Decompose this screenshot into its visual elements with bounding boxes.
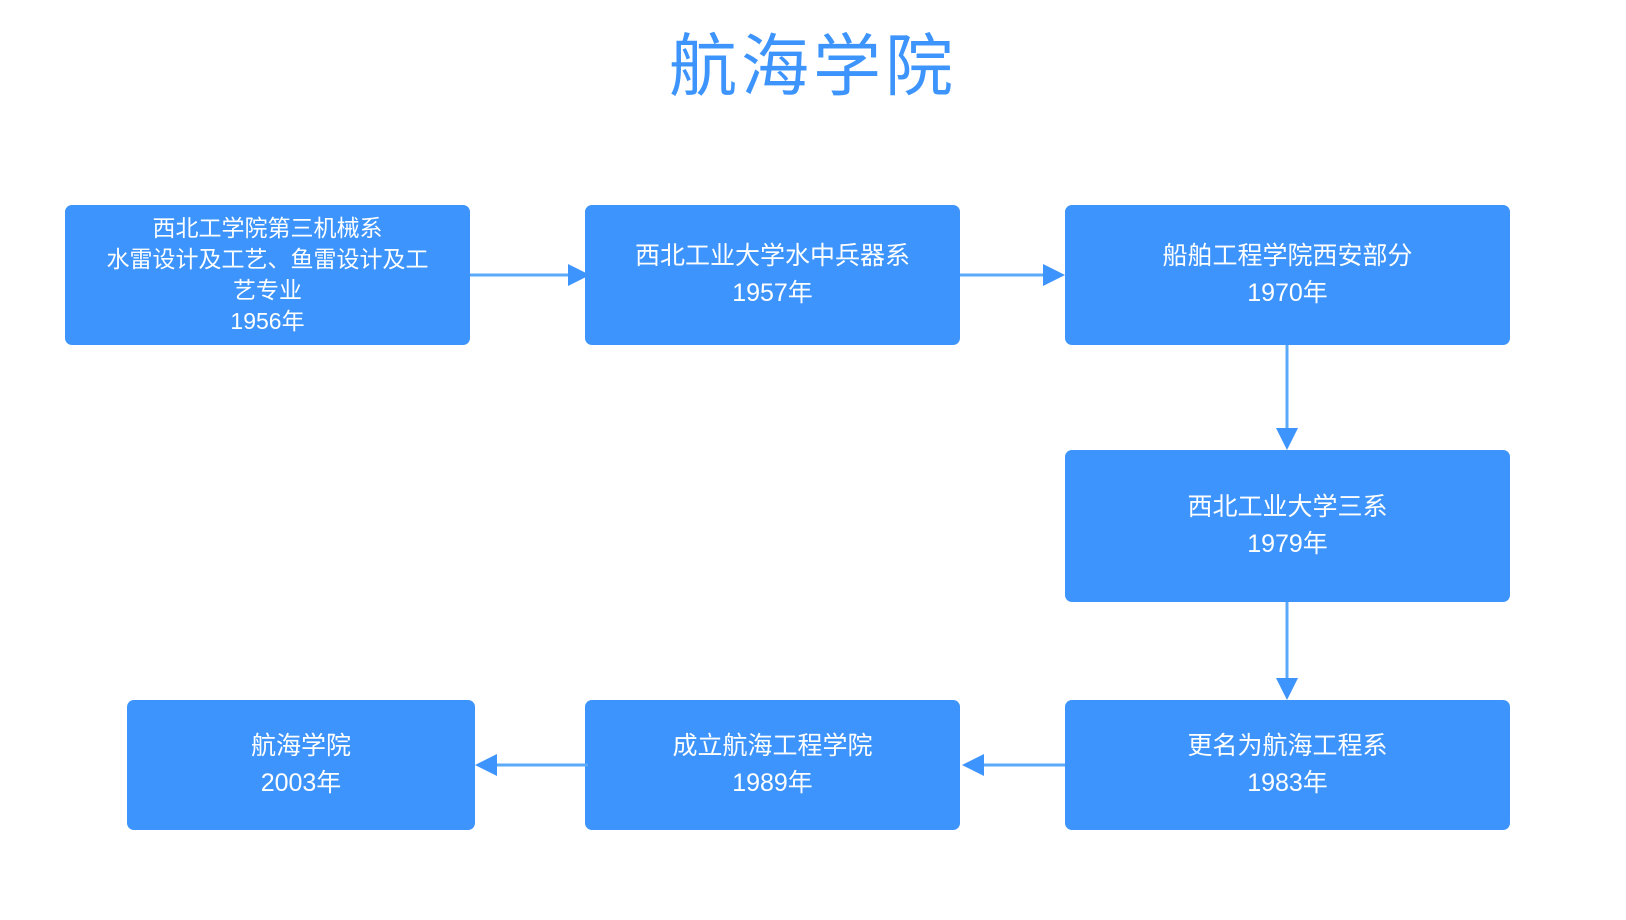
- flow-node-1970[interactable]: 船舶工程学院西安部分 1970年: [1065, 205, 1510, 345]
- node-5-year: 1983年: [1247, 769, 1328, 797]
- flow-node-1956[interactable]: 西北工学院第三机械系 水雷设计及工艺、鱼雷设计及工 艺专业 1956年: [65, 205, 470, 345]
- node-7-year: 2003年: [260, 769, 342, 797]
- node-5-line-1: 更名为航海工程系: [1187, 732, 1388, 760]
- node-2-line-1: 西北工业大学水中兵器系: [634, 242, 910, 270]
- node-2-year: 1957年: [732, 279, 813, 307]
- node-4-year: 1979年: [1247, 530, 1328, 558]
- page-title: 航海学院: [668, 29, 957, 105]
- flow-node-1957[interactable]: 西北工业大学水中兵器系 1957年: [585, 205, 960, 345]
- arrow-1970-to-1979: [1267, 345, 1307, 450]
- node-3-year: 1970年: [1247, 279, 1328, 307]
- flow-node-1989[interactable]: 成立航海工程学院 1989年: [585, 700, 960, 830]
- node-1-line-2: 水雷设计及工艺、鱼雷设计及工: [106, 246, 429, 272]
- node-7-line-1: 航海学院: [250, 732, 351, 760]
- node-1-line-1: 西北工学院第三机械系: [152, 215, 383, 241]
- node-1-line-3: 艺专业: [233, 277, 302, 303]
- arrow-1983-to-1989: [960, 745, 1065, 785]
- node-6-year: 1989年: [732, 769, 813, 797]
- flow-node-2003[interactable]: 航海学院 2003年: [127, 700, 475, 830]
- node-3-line-1: 船舶工程学院西安部分: [1162, 242, 1413, 270]
- node-4-line-1: 西北工业大学三系: [1187, 493, 1388, 521]
- node-1-year: 1956年: [230, 308, 305, 334]
- arrow-1956-to-1957: [470, 255, 590, 295]
- arrow-1979-to-1983: [1267, 602, 1307, 700]
- arrow-1989-to-2003: [473, 745, 588, 785]
- node-6-line-1: 成立航海工程学院: [672, 732, 873, 760]
- flow-node-1979[interactable]: 西北工业大学三系 1979年: [1065, 450, 1510, 602]
- arrow-1957-to-1970: [960, 255, 1065, 295]
- flow-node-1983[interactable]: 更名为航海工程系 1983年: [1065, 700, 1510, 830]
